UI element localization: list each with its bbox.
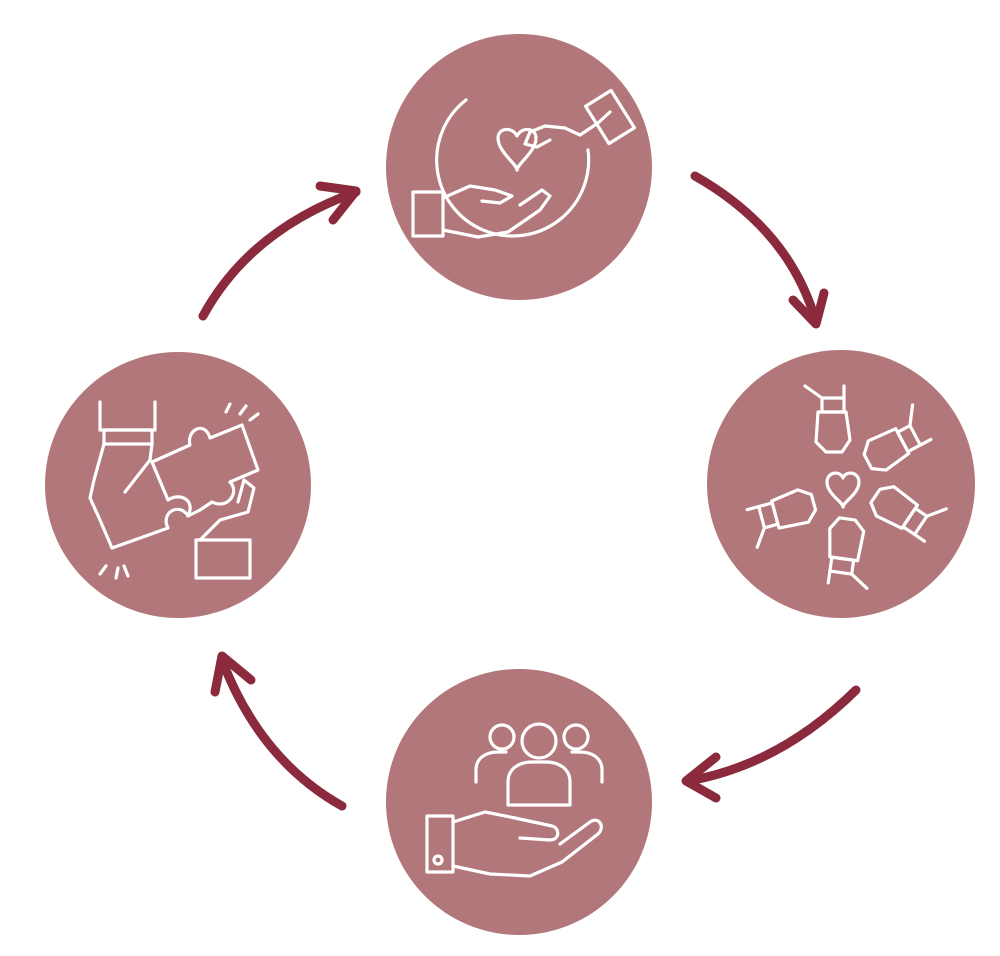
node-bottom	[386, 669, 652, 935]
arrow-bottom-to-left	[210, 651, 347, 811]
node-right-circle	[707, 350, 975, 618]
node-bottom-circle	[386, 669, 652, 935]
hands-joining-puzzle-icon	[88, 400, 260, 580]
fists-together-heart-icon	[745, 384, 948, 590]
hand-holding-people-icon	[425, 722, 604, 878]
arrow-right-to-bottom	[681, 685, 861, 803]
hand-giving-heart-icon	[411, 88, 636, 239]
arrow-left-to-top	[198, 181, 361, 321]
node-right	[707, 350, 975, 618]
node-left-circle	[45, 352, 311, 618]
node-left	[45, 352, 311, 618]
node-top	[386, 34, 652, 300]
arrow-top-to-right	[690, 171, 829, 329]
